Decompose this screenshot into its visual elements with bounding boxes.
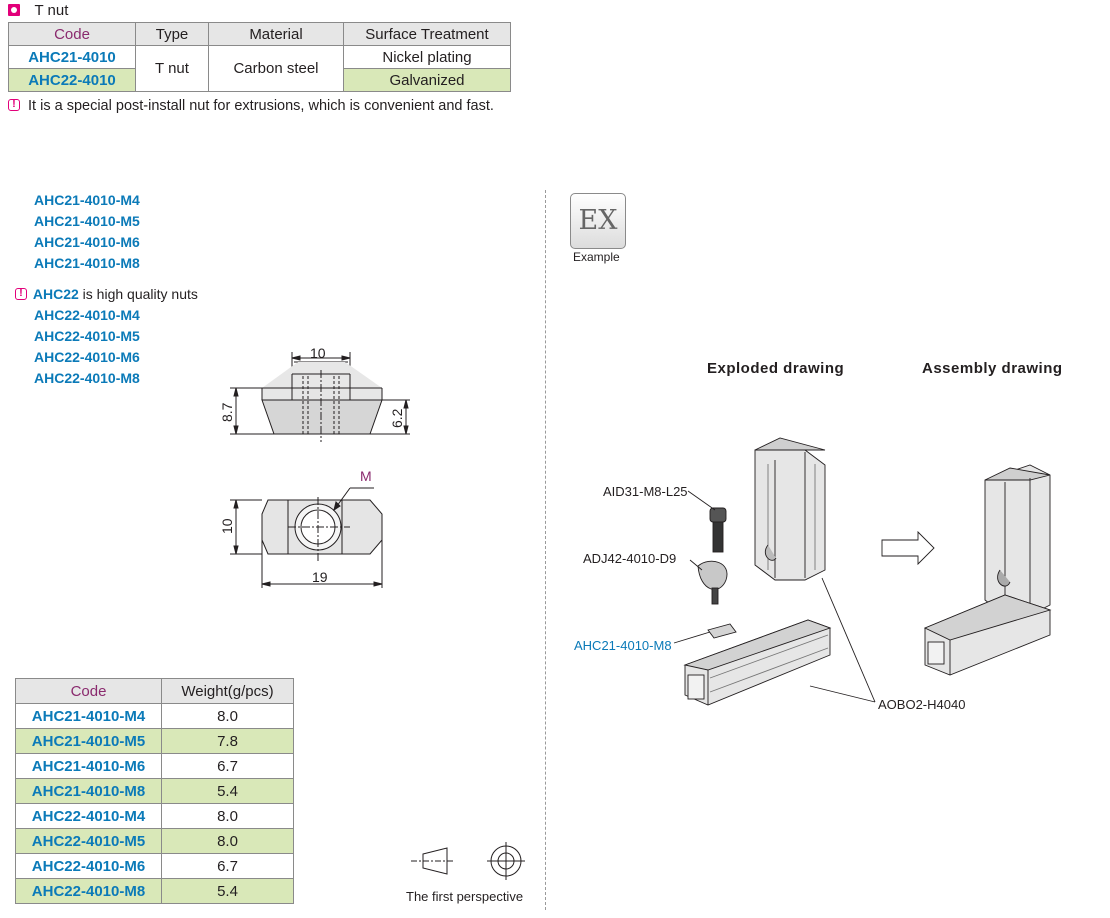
- section-title: T nut: [34, 2, 69, 19]
- weight-code: AHC22-4010-M5: [15, 828, 162, 854]
- weight-code: AHC22-4010-M4: [15, 803, 162, 829]
- spec-type: T nut: [135, 45, 209, 92]
- dim-height-body: 6.2: [389, 408, 405, 428]
- weight-value: 8.0: [161, 703, 294, 729]
- nut-technical-drawing: 10 8.7 6.2 M 10 19: [219, 345, 410, 588]
- projection-label: The first perspective: [406, 889, 524, 904]
- section-bullet-icon: [8, 4, 20, 16]
- models-ahc21-list: AHC21-4010-M4 AHC21-4010-M5 AHC21-4010-M…: [34, 190, 140, 274]
- spec-header-material: Material: [208, 22, 344, 46]
- weight-value: 5.4: [161, 778, 294, 804]
- model-item: AHC22-4010-M6: [34, 349, 140, 365]
- note-ahc22-text: is high quality nuts: [78, 286, 198, 302]
- weight-value: 8.0: [161, 803, 294, 829]
- note-main-text: It is a special post-install nut for ext…: [28, 98, 494, 114]
- models-ahc22-list: AHC22-4010-M4 AHC22-4010-M5 AHC22-4010-M…: [34, 305, 140, 389]
- weight-value: 7.8: [161, 728, 294, 754]
- dim-plan-height: 10: [219, 518, 235, 534]
- column-divider: [545, 190, 546, 910]
- spec-header-surface: Surface Treatment: [343, 22, 511, 46]
- note-main: It is a special post-install nut for ext…: [8, 98, 494, 114]
- example-badge: EX: [570, 193, 626, 249]
- weight-header-weight: Weight(g/pcs): [161, 678, 294, 704]
- warning-icon: [15, 287, 27, 300]
- weight-code: AHC21-4010-M8: [15, 778, 162, 804]
- note-ahc22: AHC22 is high quality nuts: [15, 286, 198, 302]
- weight-value: 6.7: [161, 753, 294, 779]
- spec-header-type: Type: [135, 22, 209, 46]
- dim-top-width: 10: [310, 345, 326, 361]
- weight-value: 8.0: [161, 828, 294, 854]
- part-label-screw: AID31-M8-L25: [603, 484, 688, 499]
- projection-symbol-icon: [411, 842, 525, 880]
- model-item: AHC22-4010-M5: [34, 328, 140, 344]
- part-label-profile: AOBO2-H4040: [878, 697, 966, 712]
- spec-surface: Nickel plating: [343, 45, 511, 69]
- weight-code: AHC21-4010-M6: [15, 753, 162, 779]
- dim-plan-length: 19: [312, 569, 328, 585]
- spec-code: AHC21-4010: [8, 45, 136, 69]
- weight-code: AHC21-4010-M5: [15, 728, 162, 754]
- example-label: Example: [573, 250, 620, 264]
- spec-table: Code Type Material Surface Treatment AHC…: [8, 22, 511, 92]
- model-item: AHC22-4010-M8: [34, 370, 140, 386]
- model-item: AHC21-4010-M8: [34, 255, 140, 271]
- part-label-nut: AHC21-4010-M8: [574, 638, 672, 653]
- model-item: AHC21-4010-M6: [34, 234, 140, 250]
- note-ahc22-code: AHC22: [32, 286, 79, 302]
- weight-code: AHC22-4010-M6: [15, 853, 162, 879]
- spec-header-code: Code: [8, 22, 136, 46]
- spec-code: AHC22-4010: [8, 68, 136, 92]
- section-header: T nut: [8, 2, 68, 20]
- exploded-drawing-illustration: [673, 437, 1052, 706]
- model-item: AHC21-4010-M4: [34, 192, 140, 208]
- model-item: AHC22-4010-M4: [34, 307, 140, 323]
- warning-icon: [8, 98, 20, 111]
- weight-header-code: Code: [15, 678, 162, 704]
- dim-height-total: 8.7: [219, 402, 235, 422]
- weight-code: AHC22-4010-M8: [15, 878, 162, 904]
- assembly-title: Assembly drawing: [922, 360, 1063, 377]
- exploded-title: Exploded drawing: [707, 360, 845, 377]
- weight-code: AHC21-4010-M4: [15, 703, 162, 729]
- model-item: AHC21-4010-M5: [34, 213, 140, 229]
- weight-value: 6.7: [161, 853, 294, 879]
- spec-surface: Galvanized: [343, 68, 511, 92]
- weight-value: 5.4: [161, 878, 294, 904]
- spec-material: Carbon steel: [208, 45, 344, 92]
- dim-thread: M: [360, 468, 372, 484]
- part-label-connector: ADJ42-4010-D9: [583, 551, 677, 566]
